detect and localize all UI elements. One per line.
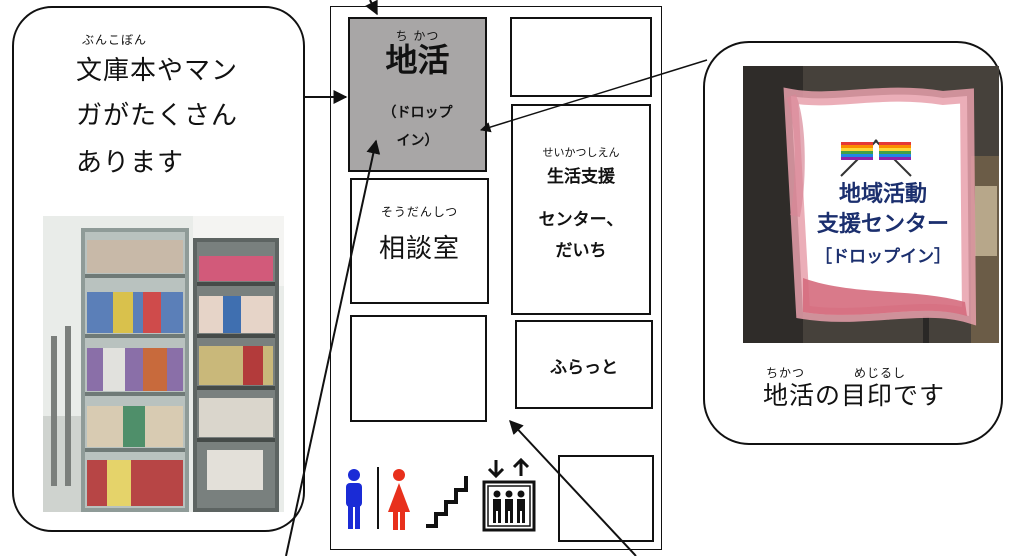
stairs-icon [424, 470, 472, 530]
left-text-line-1: 文庫本やマン [76, 56, 239, 86]
ruby-mejirushi: めじるし [854, 366, 907, 380]
empty-room-lower-left [350, 315, 487, 422]
drop-in-poster-photo: 地域活動 支援センター ［ドロップイン］ [743, 66, 999, 343]
left-text-line-3: あります [76, 148, 185, 178]
chikatsu-room-sub-1: （ドロップ [382, 105, 453, 121]
poster-line-3: ［ドロップイン］ [815, 247, 951, 267]
chikatsu-room-name: 地活 [385, 41, 450, 79]
left-text-line-2: ガがたくさん [76, 101, 239, 131]
rainbow-flags-icon [831, 134, 921, 178]
furatto-room[interactable] [515, 320, 653, 409]
ruby-chikatsu-caption: ちかつ [766, 366, 806, 380]
seikatsu-line-3: だいち [555, 241, 607, 261]
chikatsu-room-sub-2: イン） [396, 133, 439, 149]
ruby-soudanshitsu: そうだんしつ [380, 205, 459, 219]
male-restroom-icon [339, 468, 369, 532]
soudan-room-name: 相談室 [378, 234, 460, 264]
ruby-chikatsu-room: ち かつ [395, 29, 440, 43]
ruby-seikatsu-shien: せいかつしえん [542, 146, 620, 159]
empty-room-top-right [510, 17, 652, 97]
empty-room-bottom-right [558, 455, 654, 542]
poster-caption: 地活の目印です [763, 381, 946, 410]
seikatsu-line-2: センター、 [538, 210, 624, 230]
ruby-bunkobon: ぶんこぼん [82, 33, 148, 47]
furatto-room-name: ふらっと [550, 358, 618, 378]
restroom-divider [377, 467, 379, 529]
manga-bookshelf-photo [43, 216, 284, 512]
elevator-icon [481, 457, 537, 532]
seikatsu-line-1: 生活支援 [547, 167, 615, 187]
female-restroom-icon [384, 468, 414, 532]
poster-line-1: 地域活動 [838, 182, 927, 207]
poster-line-2: 支援センター [816, 212, 949, 237]
